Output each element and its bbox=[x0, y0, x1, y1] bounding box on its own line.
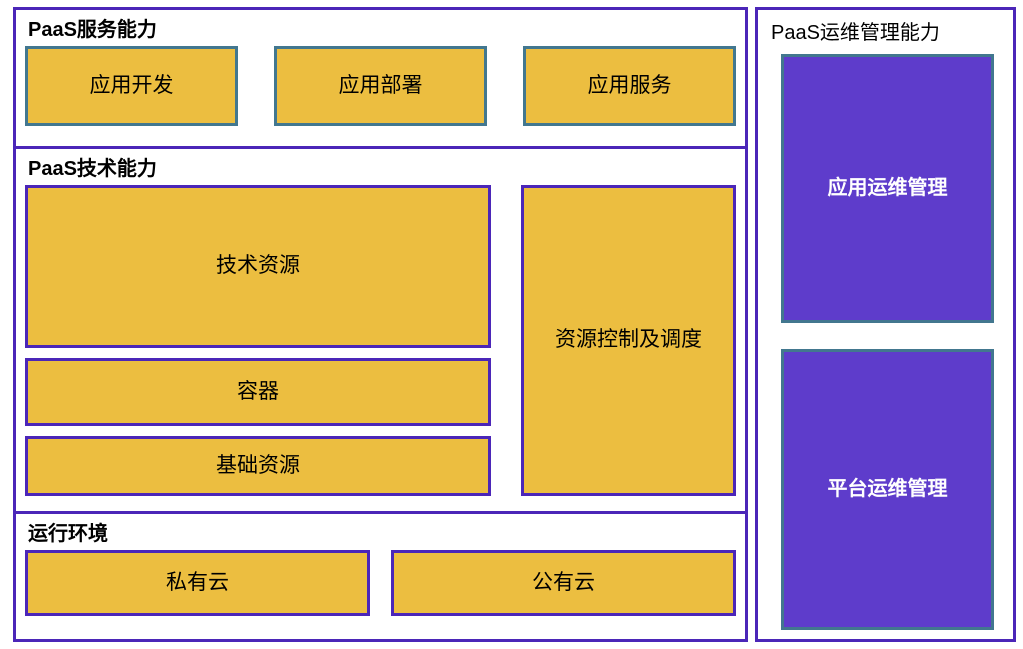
technical-capability-body: 技术资源 容器 基础资源 资源控制及调度 bbox=[25, 185, 736, 505]
section-title-runtime-environment: 运行环境 bbox=[28, 523, 108, 545]
section-paas-service-capability: PaaS服务能力 应用开发 应用部署 应用服务 bbox=[16, 10, 745, 146]
left-capability-panel: PaaS服务能力 应用开发 应用部署 应用服务 PaaS技术能力 技术资源 容器… bbox=[13, 7, 748, 642]
section-runtime-environment: 运行环境 私有云 公有云 bbox=[16, 511, 745, 639]
runtime-environment-box-row: 私有云 公有云 bbox=[25, 550, 736, 616]
box-platform-operations-management[interactable]: 平台运维管理 bbox=[781, 349, 994, 630]
section-title-paas-technical-capability: PaaS技术能力 bbox=[28, 158, 157, 180]
box-public-cloud[interactable]: 公有云 bbox=[391, 550, 736, 616]
box-resource-control-and-scheduling[interactable]: 资源控制及调度 bbox=[521, 185, 736, 496]
box-application-operations-management[interactable]: 应用运维管理 bbox=[781, 54, 994, 323]
box-application-development[interactable]: 应用开发 bbox=[25, 46, 238, 126]
section-title-paas-service-capability: PaaS服务能力 bbox=[28, 19, 157, 41]
box-base-resource[interactable]: 基础资源 bbox=[25, 436, 491, 496]
service-capability-box-row: 应用开发 应用部署 应用服务 bbox=[25, 46, 736, 126]
box-application-deployment[interactable]: 应用部署 bbox=[274, 46, 487, 126]
right-operations-panel: PaaS运维管理能力 应用运维管理 平台运维管理 bbox=[755, 7, 1016, 642]
section-title-paas-operations-capability: PaaS运维管理能力 bbox=[771, 22, 940, 44]
box-technical-resource[interactable]: 技术资源 bbox=[25, 185, 491, 348]
technical-capability-stack: 技术资源 容器 基础资源 bbox=[25, 185, 491, 496]
resource-control-column: 资源控制及调度 bbox=[521, 185, 736, 496]
box-private-cloud[interactable]: 私有云 bbox=[25, 550, 370, 616]
section-paas-technical-capability: PaaS技术能力 技术资源 容器 基础资源 资源控制及调度 bbox=[16, 146, 745, 511]
box-container[interactable]: 容器 bbox=[25, 358, 491, 426]
box-application-service[interactable]: 应用服务 bbox=[523, 46, 736, 126]
operations-panel-inner: PaaS运维管理能力 应用运维管理 平台运维管理 bbox=[758, 10, 1013, 639]
operations-box-stack: 应用运维管理 平台运维管理 bbox=[767, 54, 1004, 630]
